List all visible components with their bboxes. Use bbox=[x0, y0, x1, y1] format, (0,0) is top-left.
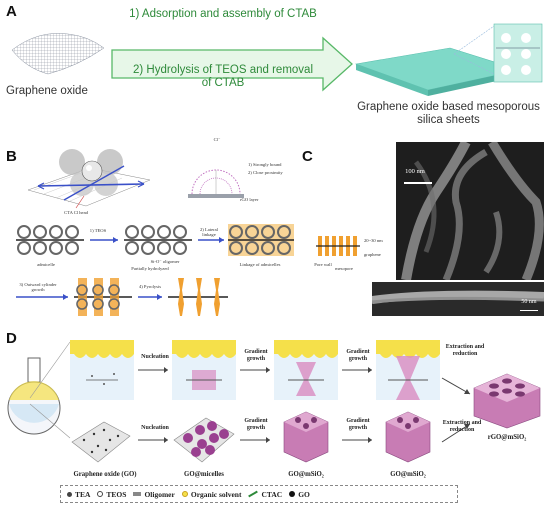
gradient-label-bottom-1: Gradient growth bbox=[244, 418, 268, 431]
outward-cylinders bbox=[74, 278, 132, 316]
legend-oligomer: Oligomer bbox=[133, 490, 175, 499]
mesopore-label: mesopore bbox=[335, 266, 353, 271]
arrows-to-final bbox=[441, 377, 471, 443]
rgo-msio2-label: rGO@mSiO₂ bbox=[487, 434, 527, 441]
go-msio2-hex-1 bbox=[283, 411, 329, 463]
pore-wall-label: Pore wall bbox=[314, 262, 332, 267]
zoom-guide-lines bbox=[29, 341, 71, 439]
ctac-marker-icon bbox=[248, 490, 259, 498]
go-micelles-label: GO@micelles bbox=[184, 471, 224, 478]
legend-teos: TEOS bbox=[97, 490, 126, 499]
nucleation-label-top: Nucleation bbox=[141, 354, 169, 360]
graphene-oxide-label: Graphene oxide bbox=[6, 85, 88, 97]
interface-stage-3 bbox=[274, 340, 338, 400]
graphene-oxide-sheet-illustration bbox=[11, 33, 105, 75]
teos-step-label: 1) TEOS bbox=[89, 228, 107, 233]
outward-growth-label: 3) Outward cylinder growth bbox=[19, 282, 57, 293]
thickness-label: 20~30 nm bbox=[364, 238, 383, 243]
admicelle-label: admicelle bbox=[37, 262, 55, 267]
mesoporous-sheet-label: Graphene oxide based mesoporous silica s… bbox=[357, 101, 540, 127]
gradient-label-top-2: Gradient growth bbox=[346, 349, 370, 362]
teos-marker-icon bbox=[97, 491, 104, 497]
go-sheet-bottom bbox=[71, 421, 131, 463]
go-marker-icon bbox=[289, 491, 296, 497]
legend-go: GO bbox=[289, 490, 310, 499]
admicelle-group-2 bbox=[124, 225, 192, 255]
scale-bar-50nm: 50 nm bbox=[521, 299, 537, 305]
admicelle-group-3 bbox=[228, 224, 294, 256]
legend-ctac: CTAC bbox=[248, 490, 282, 499]
gradient-label-top-1: Gradient growth bbox=[244, 349, 268, 362]
cylinder-growth-row2 bbox=[16, 278, 228, 316]
solvent-marker-icon bbox=[181, 491, 188, 497]
go-msio2-label-2: GO@mSiO₂ bbox=[390, 471, 426, 478]
interface-stage-2 bbox=[172, 340, 236, 400]
panel-c-letter: C bbox=[302, 148, 313, 165]
go-msio2-hex-2 bbox=[385, 411, 431, 463]
panel-b-letter: B bbox=[6, 148, 17, 165]
legend-box: TEA TEOS Oligomer Organic solvent CTAC G… bbox=[60, 485, 458, 503]
go-micelles-bottom bbox=[173, 417, 235, 463]
strongly-bound-label: 1) Strongly bound bbox=[248, 162, 282, 167]
step1-label: 1) Adsorption and assembly of CTAB bbox=[129, 8, 317, 20]
rgo-msio2-final bbox=[473, 373, 541, 429]
legend-organic-solvent: Organic solvent bbox=[181, 490, 241, 499]
interface-stage-1 bbox=[70, 340, 134, 400]
pyrolysis-result bbox=[168, 278, 228, 316]
extraction-label-bottom: Extraction and reduction bbox=[442, 420, 482, 433]
admicelle-group-1 bbox=[16, 225, 84, 255]
rgo-layer-label: rGO layer bbox=[240, 197, 259, 202]
tem-image-main bbox=[396, 142, 544, 280]
process-arrow bbox=[111, 36, 353, 92]
graphene-label: graphene bbox=[364, 252, 381, 257]
partially-hydrolyzed-label: Partially hydrolyzed bbox=[131, 266, 169, 271]
panel-a-letter: A bbox=[6, 3, 17, 20]
arrows-bottom-row bbox=[138, 437, 372, 443]
gradient-label-bottom-2: Gradient growth bbox=[346, 418, 370, 431]
interface-stage-4 bbox=[376, 340, 440, 400]
surfactant-bound-illustration bbox=[188, 169, 244, 198]
mesoporous-silica-sheet bbox=[354, 23, 543, 96]
oligomer-marker-icon bbox=[133, 492, 142, 496]
close-proximity-label: 2) Close proximity bbox=[248, 170, 283, 175]
scale-bar-100nm: 100 nm bbox=[405, 168, 425, 175]
nucleation-label-bottom: Nucleation bbox=[141, 425, 169, 431]
panel-d-letter: D bbox=[6, 330, 17, 347]
linkage-of-admicelles-label: Linkage of admicelles bbox=[239, 262, 281, 267]
tea-marker-icon bbox=[67, 491, 72, 497]
legend-tea: TEA bbox=[67, 490, 90, 499]
admicelle-sequence-row1 bbox=[16, 224, 294, 256]
lateral-linkage-label: 2) Lateral linkage bbox=[200, 227, 218, 238]
go-label: Graphene oxide (GO) bbox=[73, 471, 137, 478]
oligomer-label: Si-O⁻ oligomer bbox=[150, 259, 180, 264]
cl-label: Cl⁻ bbox=[213, 137, 221, 142]
go-msio2-label-1: GO@mSiO₂ bbox=[288, 471, 324, 478]
tem-image-bottom bbox=[372, 282, 544, 316]
pyrolysis-label: 4) Pyrolysis bbox=[138, 284, 162, 289]
arrows-top-row bbox=[138, 367, 372, 373]
step2-label: 2) Hydrolysis of TEOS and removal of CTA… bbox=[132, 64, 314, 90]
pore-wall-schematic bbox=[316, 236, 360, 256]
extraction-label-top: Extraction and reduction bbox=[445, 344, 485, 357]
ctab-adsorption-illustration bbox=[27, 149, 151, 209]
ctab-head-label: CTA Cl head bbox=[64, 210, 88, 215]
